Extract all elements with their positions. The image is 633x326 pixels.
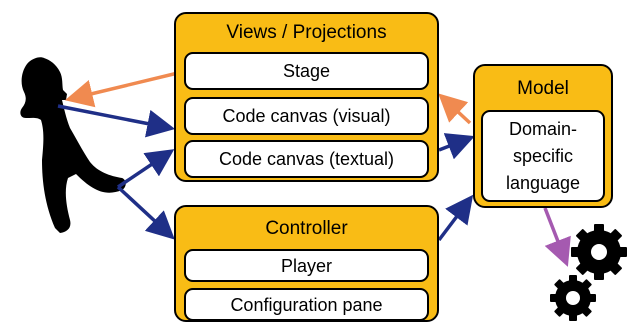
gears-icon xyxy=(550,224,627,321)
arrow-stage-to-user xyxy=(64,70,183,108)
controller-box: Controller Player Configuration pane xyxy=(174,205,439,322)
arrow-textual-canvas-to-model xyxy=(438,133,475,160)
arrow-controller-to-model xyxy=(437,194,474,242)
user-silhouette-icon xyxy=(20,57,126,233)
arrow-model-to-views xyxy=(438,93,472,125)
arrow-model-to-gears xyxy=(543,207,571,267)
stage-item: Stage xyxy=(184,52,429,90)
arrow-user-to-controller xyxy=(116,185,175,240)
arrow-user-to-textual-canvas xyxy=(117,149,175,189)
configuration-pane-item: Configuration pane xyxy=(184,288,429,321)
views-title: Views / Projections xyxy=(226,22,387,43)
domain-specific-language-item: Domain-specific language xyxy=(481,110,605,202)
views-projections-box: Views / Projections Stage Code canvas (v… xyxy=(174,12,439,182)
arrow-user-to-visual-canvas xyxy=(57,104,176,138)
player-item: Player xyxy=(184,249,429,282)
model-box: Model Domain-specific language xyxy=(473,64,613,208)
controller-title: Controller xyxy=(265,218,348,239)
model-title: Model xyxy=(517,78,569,99)
code-canvas-visual-item: Code canvas (visual) xyxy=(184,97,429,135)
code-canvas-textual-item: Code canvas (textual) xyxy=(184,140,429,178)
